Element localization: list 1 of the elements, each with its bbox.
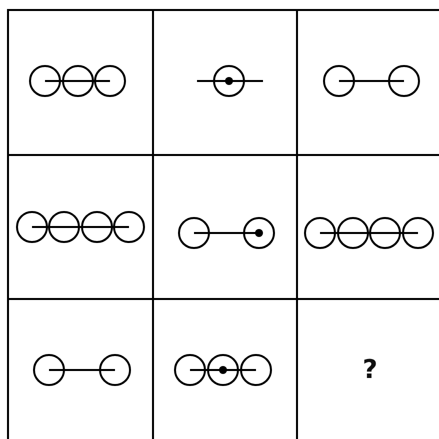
question-mark: ? [362, 357, 378, 383]
